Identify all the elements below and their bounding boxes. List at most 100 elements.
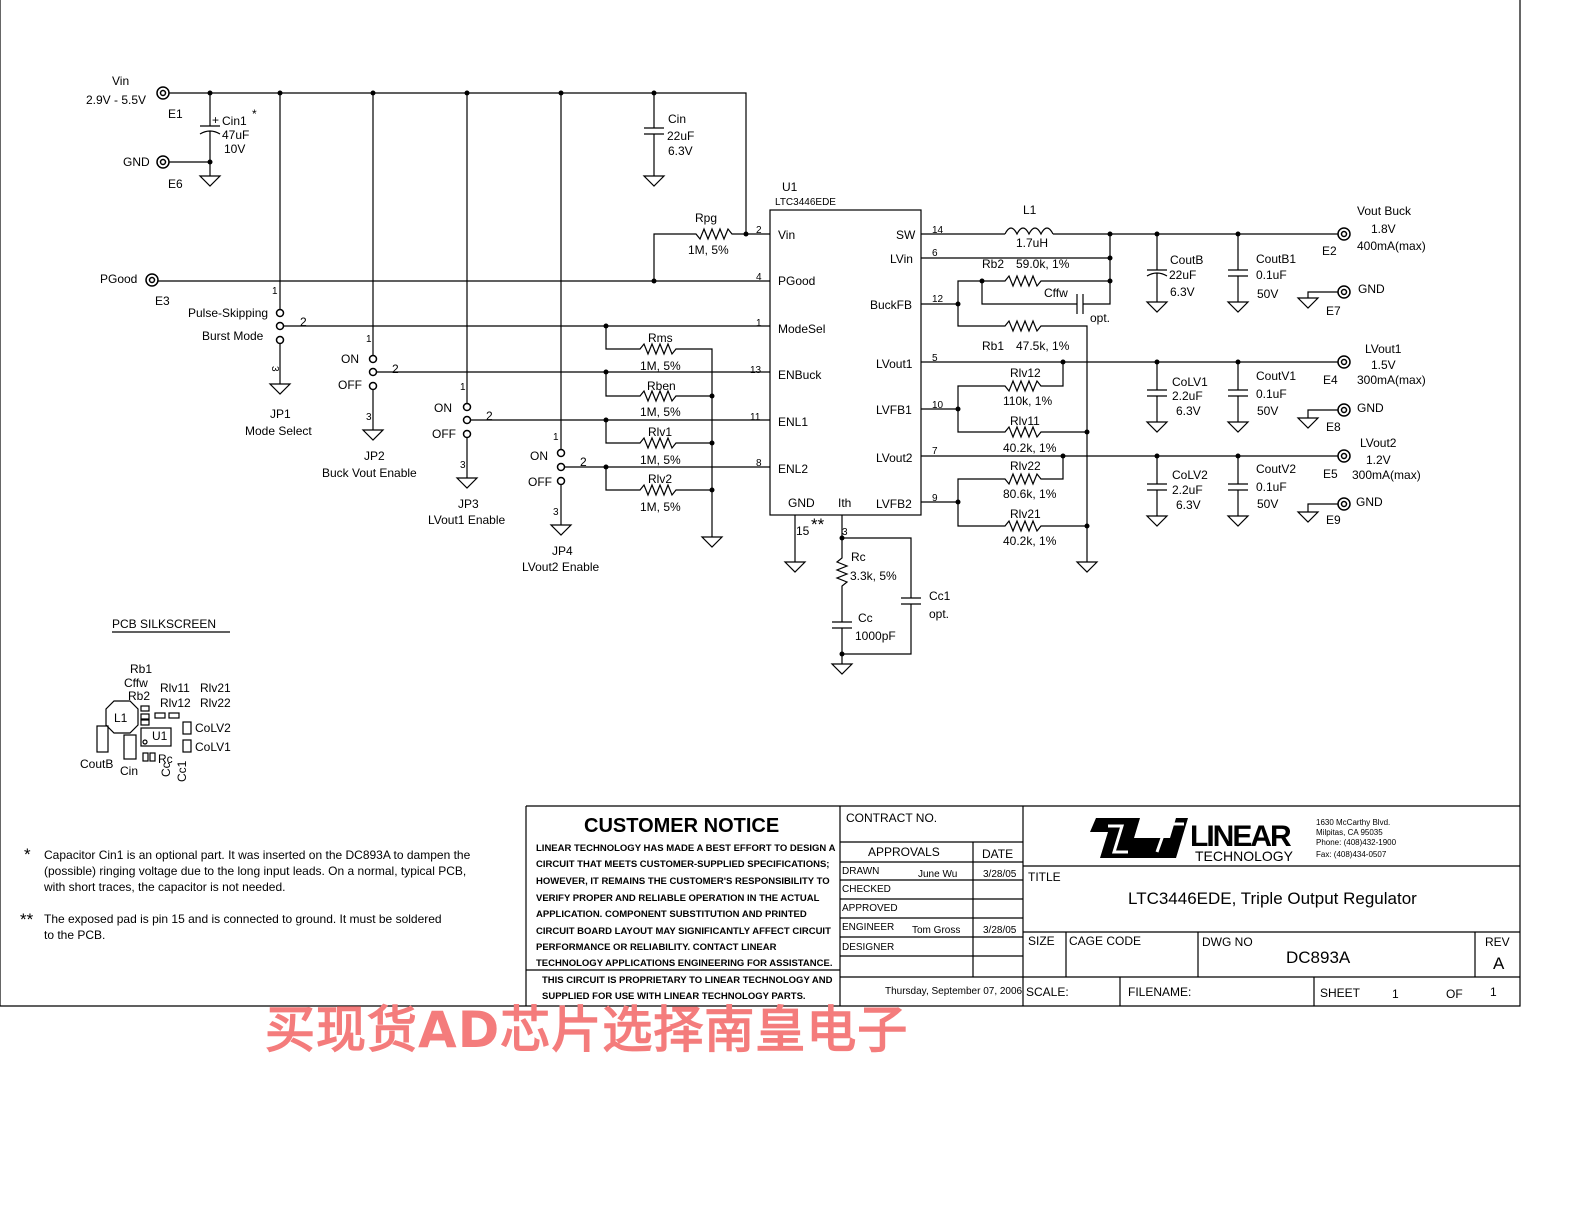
svg-text:1: 1	[272, 286, 278, 297]
rlv22-name: Rlv22	[1010, 459, 1041, 473]
l1-value: 1.7uH	[1016, 236, 1048, 250]
svg-text:The exposed pad is pin 15 and: The exposed pad is pin 15 and is connect…	[44, 912, 442, 926]
coutv1-value: 0.1uF	[1256, 387, 1287, 401]
rlv22-value: 80.6k, 1%	[1003, 487, 1057, 501]
svg-text:11: 11	[750, 412, 761, 423]
ground-symbol	[1226, 421, 1250, 433]
svg-text:2: 2	[300, 315, 307, 329]
svg-text:LVFB1: LVFB1	[876, 403, 912, 417]
svg-text:2: 2	[486, 409, 493, 423]
svg-text:Vin: Vin	[778, 228, 795, 242]
ground-symbol	[642, 175, 666, 187]
svg-text:**: **	[811, 515, 825, 534]
sheet-border	[0, 0, 1521, 1007]
svg-text:with short traces, the capacit: with short traces, the capacitor is not …	[43, 880, 285, 894]
ground-symbol	[1145, 301, 1169, 313]
rpg-name: Rpg	[695, 211, 717, 225]
svg-text:CONTRACT NO.: CONTRACT NO.	[846, 811, 937, 825]
svg-text:3: 3	[366, 412, 372, 423]
gnd-e9-connector: GND E9	[1296, 495, 1383, 527]
svg-text:400mA(max): 400mA(max)	[1357, 239, 1426, 253]
svg-text:Capacitor Cin1 is an optional: Capacitor Cin1 is an optional part. It w…	[44, 848, 471, 862]
coutv2-capacitor	[1228, 456, 1248, 516]
ground-symbol	[1226, 301, 1250, 313]
rb1-value: 47.5k, 1%	[1016, 339, 1070, 353]
svg-text:TITLE: TITLE	[1028, 870, 1061, 884]
svg-text:ENL1: ENL1	[778, 415, 808, 429]
svg-text:TECHNOLOGY APPLICATIONS ENGINE: TECHNOLOGY APPLICATIONS ENGINEERING FOR …	[536, 958, 832, 969]
svg-text:5: 5	[932, 353, 938, 364]
ground-symbol	[1075, 561, 1099, 573]
rlv1-value: 1M, 5%	[640, 453, 681, 467]
jp1-name: JP1	[270, 407, 291, 421]
ground-symbol	[700, 536, 724, 548]
gnd-in-ref: E6	[168, 177, 183, 191]
coutb-capacitor	[1146, 234, 1168, 302]
colv2-name: CoLV2	[1172, 468, 1208, 482]
svg-text:CAGE CODE: CAGE CODE	[1069, 934, 1141, 948]
cc-name: Cc	[858, 611, 873, 625]
cffw-capacitor	[981, 281, 1111, 314]
svg-text:Cffw: Cffw	[124, 676, 148, 690]
svg-text:Rlv21: Rlv21	[200, 681, 231, 695]
rb2-resistor	[957, 258, 1111, 304]
rlv2-value: 1M, 5%	[640, 500, 681, 514]
coutv2-value: 0.1uF	[1256, 480, 1287, 494]
rlv1-name: Rlv1	[648, 425, 672, 439]
svg-text:E7: E7	[1326, 304, 1341, 318]
svg-text:to the PCB.: to the PCB.	[44, 928, 105, 942]
colv2-rating: 6.3V	[1176, 498, 1201, 512]
svg-text:1.8V: 1.8V	[1371, 222, 1396, 236]
svg-text:2: 2	[580, 455, 587, 469]
ground-symbol	[198, 175, 222, 187]
svg-text:ON: ON	[530, 449, 548, 463]
svg-text:PERFORMANCE OR RELIABILITY. C: PERFORMANCE OR RELIABILITY. CONTACT LINE…	[536, 942, 777, 953]
colv2-value: 2.2uF	[1172, 483, 1203, 497]
gnd-e7-connector: GND E7	[1296, 282, 1385, 318]
svg-text:3/28/05: 3/28/05	[983, 869, 1017, 880]
pgood-connector: PGood E3	[100, 272, 170, 308]
svg-text:ON: ON	[341, 352, 359, 366]
coutb1-value: 0.1uF	[1256, 268, 1287, 282]
svg-text:SIZE: SIZE	[1028, 934, 1055, 948]
svg-text:LVin: LVin	[890, 252, 913, 266]
silkscreen-title: PCB SILKSCREEN	[112, 617, 216, 631]
svg-text:E5: E5	[1323, 467, 1338, 481]
ground-symbol	[549, 524, 573, 536]
colv1-capacitor	[1147, 362, 1167, 422]
svg-text:E8: E8	[1326, 420, 1341, 434]
svg-text:PGood: PGood	[778, 274, 815, 288]
svg-text:8: 8	[756, 458, 762, 469]
l1-inductor	[1004, 227, 1054, 236]
svg-text:ENL2: ENL2	[778, 462, 808, 476]
svg-text:TECHNOLOGY: TECHNOLOGY	[1195, 848, 1294, 864]
ground-symbol	[361, 429, 385, 441]
pgood-ref: E3	[155, 294, 170, 308]
ground-symbol	[268, 383, 292, 395]
svg-text:SCALE:: SCALE:	[1026, 985, 1069, 999]
title-block: CUSTOMER NOTICE LINEAR TECHNOLOGY HAS MA…	[525, 805, 1520, 1006]
cin-rating: 6.3V	[668, 144, 693, 158]
svg-text:*: *	[24, 845, 31, 864]
ic-part: LTC3446EDE	[775, 197, 836, 208]
vin-ref: E1	[168, 107, 183, 121]
svg-text:1: 1	[460, 382, 466, 393]
cc-value: 1000pF	[855, 629, 896, 643]
svg-text:Cc: Cc	[159, 762, 173, 777]
coutb1-capacitor	[1228, 234, 1248, 302]
rpg-value: 1M, 5%	[688, 243, 729, 257]
svg-text:GND: GND	[1356, 495, 1383, 509]
notes: * Capacitor Cin1 is an optional part. It…	[20, 845, 471, 942]
svg-text:2: 2	[392, 362, 399, 376]
coutv1-name: CoutV1	[1256, 369, 1296, 383]
rben-value: 1M, 5%	[640, 405, 681, 419]
pulldown-resistors	[603, 323, 724, 548]
watermark-text: 买现货AD芯片选择南皇电子	[265, 1001, 909, 1059]
rms-value: 1M, 5%	[640, 359, 681, 373]
svg-text:L1: L1	[114, 711, 128, 725]
jp3-desc: LVout1 Enable	[428, 513, 506, 527]
svg-text:15: 15	[796, 524, 810, 538]
colv1-rating: 6.3V	[1176, 404, 1201, 418]
svg-text:DESIGNER: DESIGNER	[842, 942, 894, 953]
svg-text:3: 3	[553, 507, 559, 518]
